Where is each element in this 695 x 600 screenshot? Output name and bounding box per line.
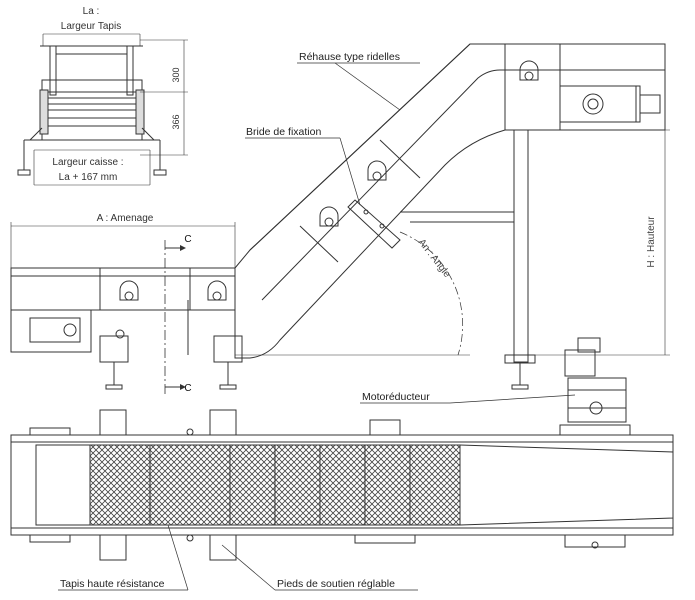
section-view <box>17 33 188 186</box>
section-c-bottom: C <box>184 383 191 394</box>
dim-366: 366 <box>171 114 181 129</box>
leader-lines <box>58 62 576 591</box>
top-view <box>10 409 674 561</box>
section-c-top: C <box>184 234 191 245</box>
la-title: La : <box>83 6 100 17</box>
caisse-title: Largeur caisse : <box>52 157 123 168</box>
tapis-callout: Tapis haute résistance <box>60 578 165 590</box>
angle-label: An : Angle <box>416 237 453 280</box>
caisse-subtitle: La + 167 mm <box>59 172 118 183</box>
amenage-label: A : Amenage <box>97 213 154 224</box>
rehausse-callout: Réhause type ridelles <box>299 51 400 63</box>
hauteur-label: H : Hauteur <box>646 216 657 268</box>
side-elevation <box>10 43 670 423</box>
dim-300: 300 <box>171 67 181 82</box>
la-subtitle: Largeur Tapis <box>61 21 121 32</box>
pieds-callout: Pieds de soutien réglable <box>277 578 395 590</box>
motoreducteur-callout: Motoréducteur <box>362 391 430 403</box>
bride-callout: Bride de fixation <box>246 126 321 138</box>
